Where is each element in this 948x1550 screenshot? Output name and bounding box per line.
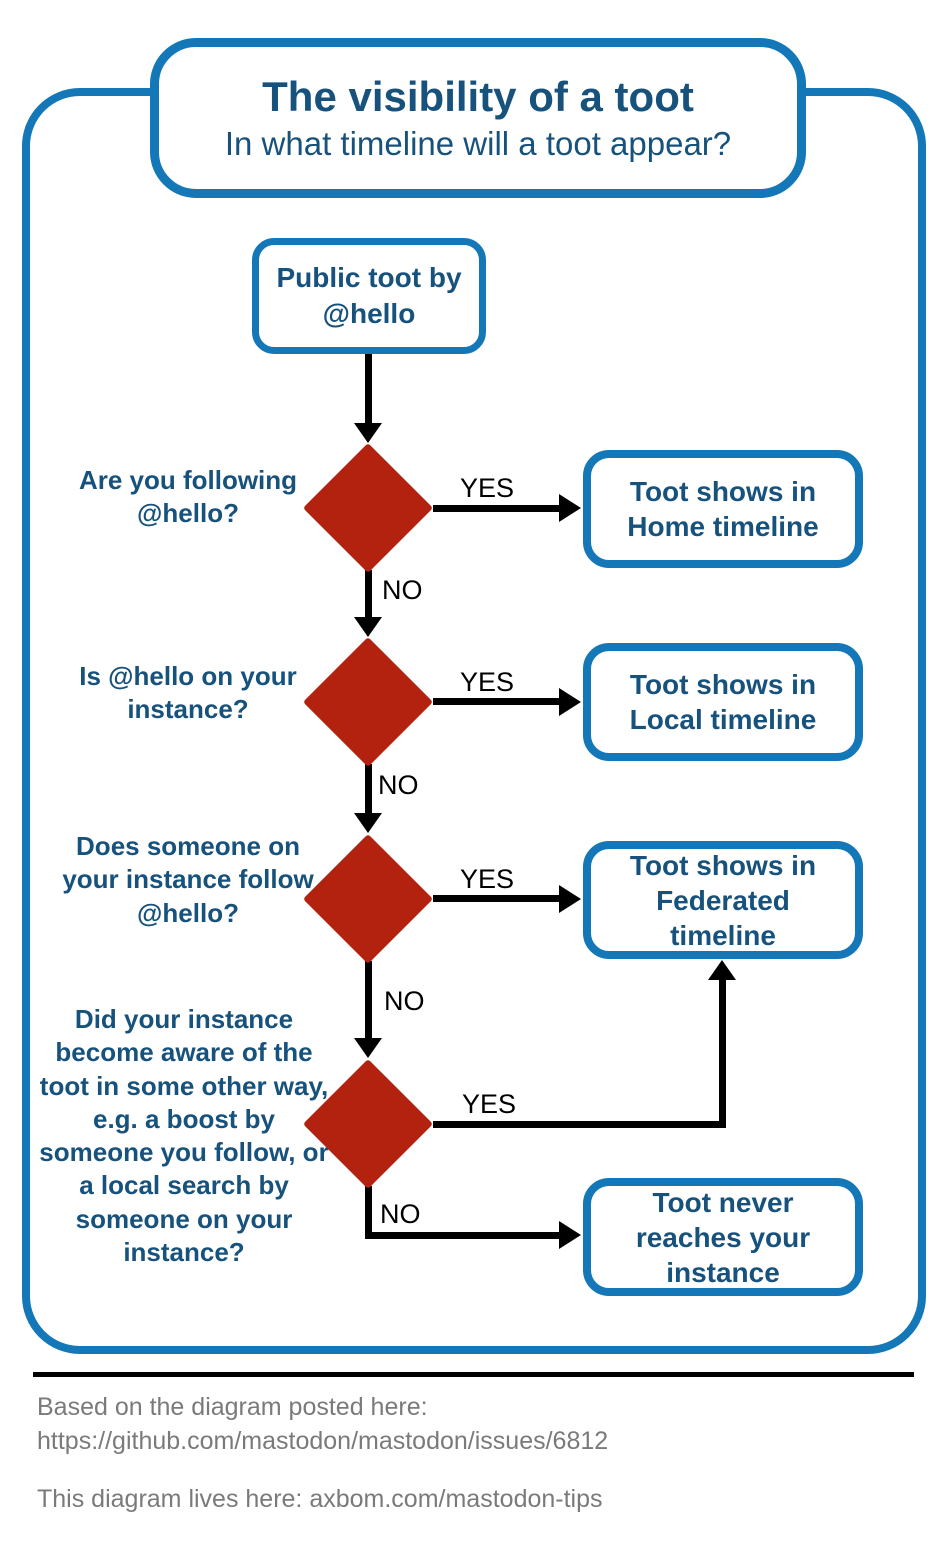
yes-label-4: YES: [461, 1089, 517, 1119]
question-label-1: Are you following @hello?: [78, 465, 298, 529]
page-title: The visibility of a toot: [262, 72, 694, 120]
arrowhead-right-3: [559, 885, 581, 913]
result-node-home: Toot shows in Home timeline: [583, 450, 863, 568]
result-node-never-reaches: Toot never reaches your instance: [583, 1178, 863, 1296]
footer-home-url: This diagram lives here: axbom.com/masto…: [37, 1485, 603, 1513]
footer-source-url: https://github.com/mastodon/mastodon/iss…: [37, 1427, 609, 1455]
footer-divider: [33, 1372, 914, 1377]
no-label-1: NO: [382, 575, 423, 605]
arrowhead-up-1: [708, 960, 736, 980]
question-label-3: Does someone on your instance follow @he…: [62, 831, 314, 928]
no-label-3: NO: [384, 986, 425, 1016]
edge-d1-yes: [433, 505, 561, 512]
result-never-label: Toot never reaches your instance: [635, 1186, 811, 1288]
result-node-local: Toot shows in Local timeline: [583, 643, 863, 761]
edge-d3-yes: [433, 895, 561, 902]
arrowhead-down-1: [354, 423, 382, 443]
yes-label-2: YES: [459, 667, 515, 697]
edge-d2-to-d3: [365, 764, 372, 816]
edge-d3-to-d4: [365, 961, 372, 1041]
edge-d2-yes: [433, 698, 561, 705]
arrowhead-down-4: [354, 1038, 382, 1058]
edge-start-to-d1: [365, 352, 372, 424]
edge-d4-no-vertical: [365, 1186, 372, 1239]
edge-d4-yes-vertical: [719, 978, 726, 1128]
title-box: The visibility of a toot In what timelin…: [150, 38, 806, 198]
page-subtitle: In what timeline will a toot appear?: [224, 124, 732, 162]
arrowhead-right-2: [559, 688, 581, 716]
arrowhead-right-1: [559, 494, 581, 522]
no-label-4: NO: [380, 1199, 421, 1229]
result-home-label: Toot shows in Home timeline: [627, 476, 819, 542]
question-label-4: Did your instance become aware of the to…: [39, 1004, 329, 1267]
start-node-label: Public toot by @hello: [276, 262, 462, 329]
no-label-2: NO: [378, 770, 419, 800]
yes-label-3: YES: [459, 864, 515, 894]
footer-credit-line: Based on the diagram posted here:: [37, 1393, 428, 1421]
question-label-2: Is @hello on your instance?: [79, 661, 297, 725]
start-node: Public toot by @hello: [252, 238, 486, 354]
edge-d1-to-d2: [365, 570, 372, 620]
arrowhead-down-3: [354, 813, 382, 833]
yes-label-1: YES: [459, 473, 515, 503]
arrowhead-down-2: [354, 617, 382, 637]
result-local-label: Toot shows in Local timeline: [629, 669, 817, 735]
edge-d4-yes-horizontal: [433, 1121, 726, 1128]
result-node-federated: Toot shows in Federated timeline: [583, 841, 863, 959]
result-federated-label: Toot shows in Federated timeline: [629, 849, 817, 951]
arrowhead-right-4: [559, 1221, 581, 1249]
edge-d4-no-horizontal: [365, 1232, 561, 1239]
